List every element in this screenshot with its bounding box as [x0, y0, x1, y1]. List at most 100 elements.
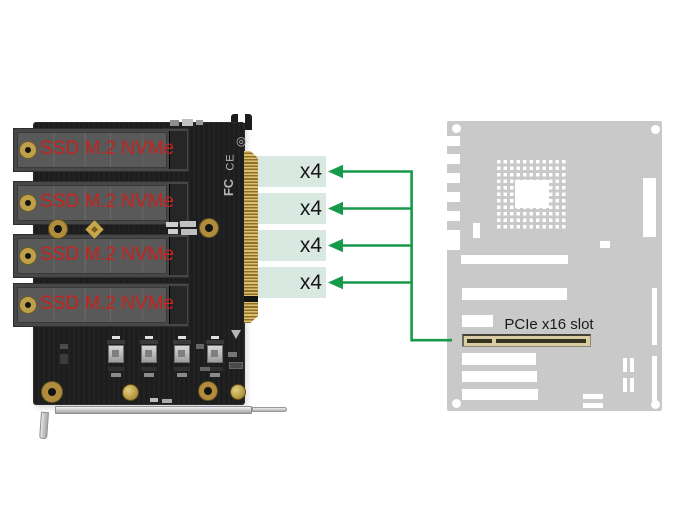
pcb-component — [180, 221, 196, 227]
pcb-component — [168, 229, 178, 234]
connector-key-notch — [244, 296, 258, 302]
slot-groove — [496, 339, 586, 343]
mobo-screw-hole-icon — [451, 398, 461, 408]
slot-cutout — [462, 288, 567, 300]
io-notch — [447, 192, 460, 202]
pcb-component — [166, 222, 178, 227]
mobo-screw-hole-icon — [650, 399, 660, 409]
pcie-slot-label: PCIe x16 slot — [504, 316, 594, 333]
ssd-module-1: SSD M.2 NVMe — [13, 128, 189, 172]
pcb-component — [60, 344, 68, 349]
pcie-x16-slot — [462, 334, 591, 346]
ssd-screw-icon — [20, 297, 36, 313]
ssd-label-4: SSD M.2 NVMe — [40, 293, 175, 315]
pcb-component — [196, 344, 204, 349]
standoff-hole-icon — [200, 219, 218, 237]
fcc-logo-icon: FC — [221, 178, 237, 197]
screw-icon — [122, 384, 139, 401]
io-notch — [447, 173, 460, 183]
ssd-connector — [169, 286, 187, 324]
warning-triangle-icon — [231, 330, 241, 339]
header-cutout — [623, 358, 627, 372]
ssd-thermal-pad — [17, 287, 167, 323]
ssd-screw-icon — [20, 142, 36, 158]
mount-hole-icon — [42, 382, 62, 402]
pcb-component — [60, 354, 68, 364]
inductor-component — [204, 336, 226, 378]
pci-bracket-tab — [39, 411, 49, 440]
inductor-component — [171, 336, 193, 378]
header-cutout — [630, 358, 634, 372]
slot-groove — [467, 339, 492, 343]
mobo-cutout — [583, 403, 603, 408]
io-notch — [447, 154, 460, 164]
mobo-cutout — [600, 241, 610, 248]
slot-cutout — [462, 353, 536, 365]
arrowhead-icon — [328, 238, 343, 253]
wire-lines — [340, 170, 452, 342]
pcie-edge-connector — [244, 151, 258, 323]
io-notch — [447, 136, 460, 146]
header-cutout — [623, 378, 627, 392]
ssd-module-3: SSD M.2 NVMe — [13, 234, 189, 278]
mobo-cutout — [652, 288, 657, 345]
ssd-module-4: SSD M.2 NVMe — [13, 283, 189, 327]
cpu-socket-center — [515, 180, 549, 208]
ssd-screw-icon — [20, 195, 36, 211]
pcb-component — [196, 120, 203, 125]
ssd-label-2: SSD M.2 NVMe — [40, 191, 175, 213]
lane-band-3: x4 — [257, 230, 326, 261]
ssd-module-2: SSD M.2 NVMe — [13, 181, 189, 225]
screw-icon — [230, 384, 246, 400]
slot-cutout — [462, 315, 493, 327]
ssd-thermal-pad — [17, 185, 167, 221]
mobo-screw-hole-icon — [650, 124, 660, 134]
slot-cutout — [462, 389, 538, 400]
lane-band-1: x4 — [257, 156, 326, 187]
weee-logo-icon: ◎ — [236, 134, 247, 148]
io-notch — [447, 211, 460, 221]
io-notch — [447, 230, 460, 250]
ssd-screw-icon — [20, 248, 36, 264]
slot-cutout — [462, 371, 537, 382]
arrowhead-icon — [328, 275, 343, 290]
ce-logo-icon: CE — [224, 153, 237, 171]
slot-cutout — [461, 255, 568, 264]
mount-hole-icon — [199, 382, 217, 400]
inductor-component — [138, 336, 160, 378]
mobo-screw-hole-icon — [451, 123, 461, 133]
lane-label-2: x4 — [299, 197, 322, 220]
pcb-component — [162, 399, 172, 403]
pci-bracket-extension — [252, 407, 287, 412]
ssd-label-3: SSD M.2 NVMe — [40, 244, 175, 266]
mobo-cutout — [583, 394, 603, 399]
ram-slot-cutout — [643, 178, 656, 237]
arrowhead-icon — [328, 164, 343, 179]
ssd-label-1: SSD M.2 NVMe — [40, 138, 175, 160]
lane-label-1: x4 — [299, 160, 322, 183]
standoff-hole-icon — [49, 220, 67, 238]
header-cutout — [630, 378, 634, 392]
cpu-socket — [497, 160, 568, 230]
lane-band-2: x4 — [257, 193, 326, 224]
lane-band-4: x4 — [257, 267, 326, 298]
pci-bracket — [55, 406, 252, 414]
lane-label-4: x4 — [299, 271, 322, 294]
mobo-cutout — [652, 356, 657, 401]
controller-chip — [229, 362, 243, 369]
inductor-component — [105, 336, 127, 378]
ssd-thermal-pad — [17, 132, 167, 168]
pcb-component — [150, 398, 158, 402]
lane-label-3: x4 — [299, 234, 322, 257]
ssd-connector — [169, 131, 187, 169]
arrowhead-icon — [328, 201, 343, 216]
pcb-component — [181, 229, 197, 235]
ssd-connector — [169, 237, 187, 275]
motherboard-io-edge — [447, 121, 460, 411]
ssd-connector — [169, 184, 187, 222]
pcb-component — [228, 352, 237, 357]
mobo-cutout — [473, 223, 480, 238]
pcb-component — [182, 119, 193, 126]
pcb-component — [170, 120, 179, 126]
